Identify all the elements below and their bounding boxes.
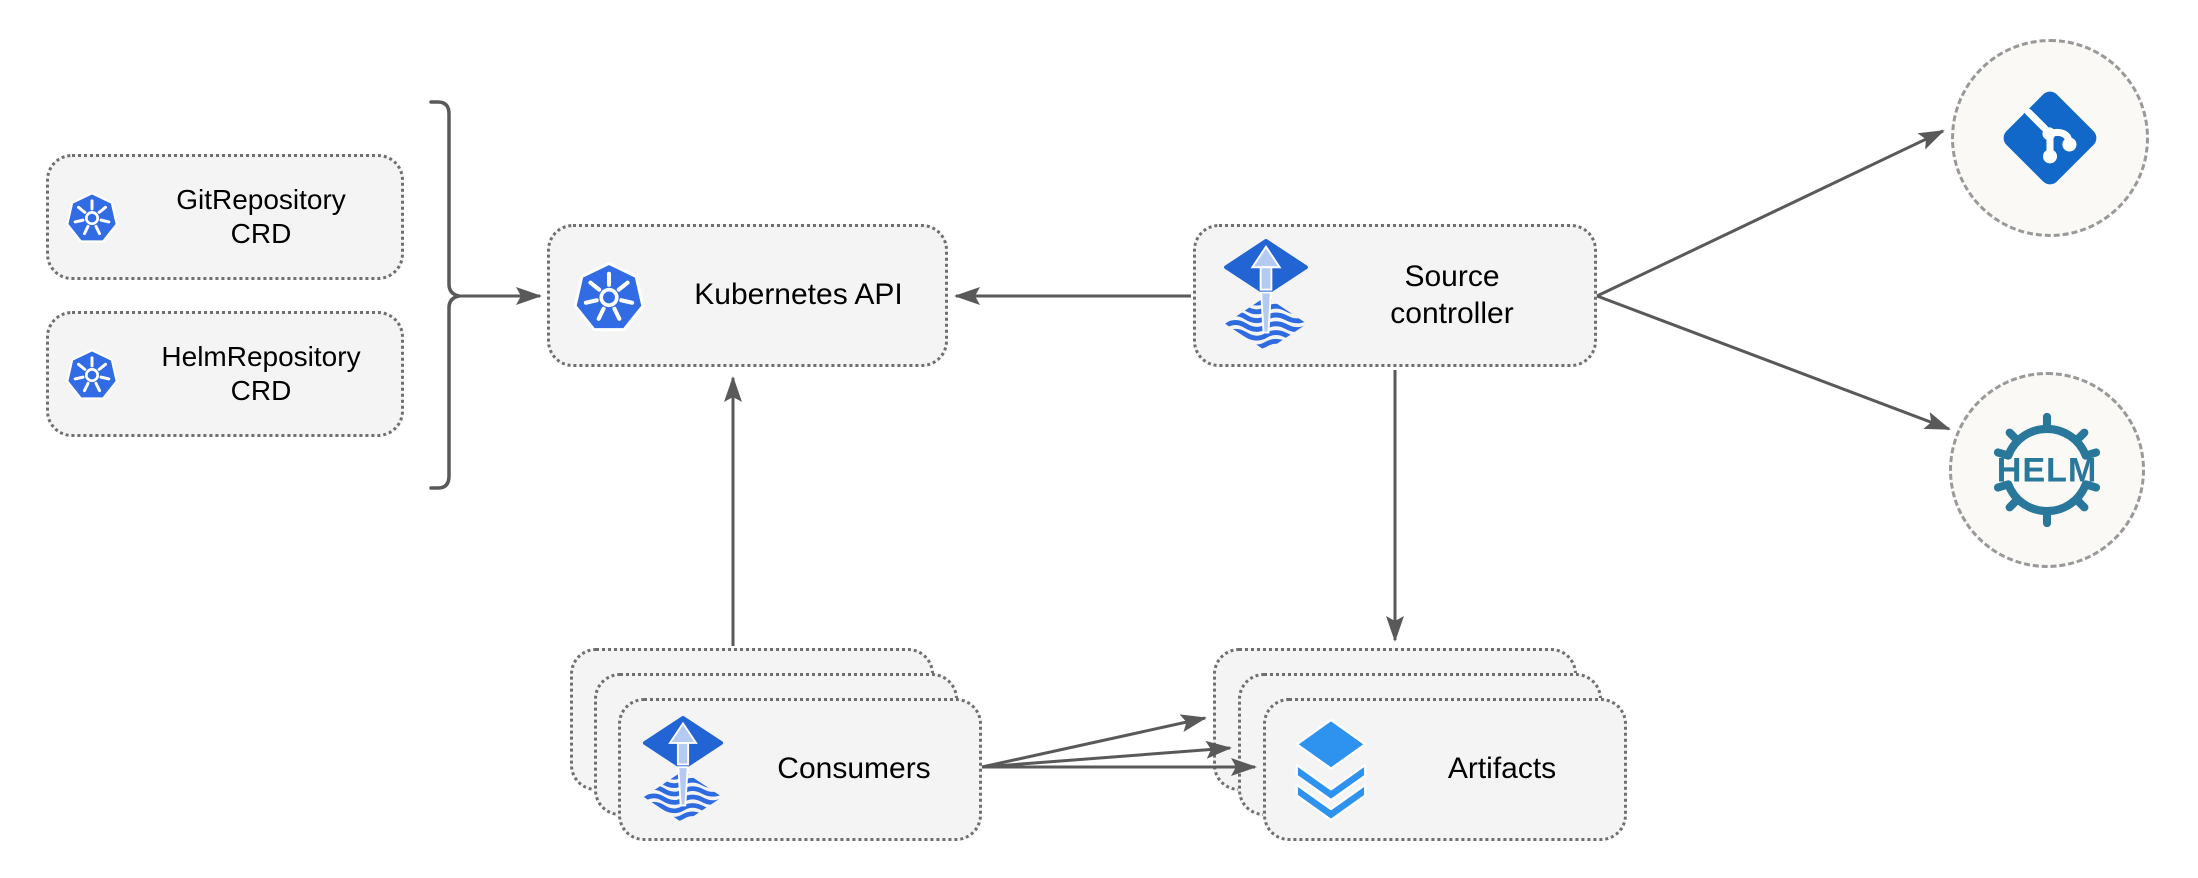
helm-wordmark: HELM	[1997, 452, 2097, 490]
node-label: GitRepository CRD	[176, 183, 346, 249]
helm-remote-circle: HELM	[1949, 372, 2145, 568]
edge-consumers-to-artifacts-1	[981, 714, 1207, 769]
edge-source-controller-to-git	[1596, 129, 1945, 298]
node-label: Source controller	[1390, 259, 1514, 330]
node-gitrepository-crd: GitRepository CRD	[46, 154, 404, 280]
helm-icon: HELM	[1993, 412, 2101, 528]
layers-icon	[1295, 718, 1367, 821]
node-kubernetes-api: Kubernetes API	[547, 224, 948, 367]
kubernetes-icon	[573, 261, 645, 331]
consumers-stack: Consumers	[570, 648, 982, 841]
node-source-controller: Source controller	[1193, 224, 1597, 367]
edge-source-controller-to-helm	[1596, 294, 1951, 431]
edge-consumers-to-artifacts-2	[981, 740, 1232, 769]
node-label: Artifacts	[1447, 752, 1557, 786]
crd-group-brace	[429, 100, 460, 490]
git-remote-circle	[1951, 39, 2149, 237]
kubernetes-icon	[66, 192, 118, 243]
flux-icon	[1224, 238, 1308, 350]
kubernetes-icon	[66, 349, 118, 400]
node-artifacts: Artifacts	[1263, 698, 1627, 841]
node-consumers: Consumers	[618, 698, 982, 841]
git-icon	[2003, 91, 2097, 185]
node-helmrepository-crd: HelmRepository CRD	[46, 311, 404, 437]
node-label: Kubernetes API	[694, 278, 903, 312]
artifacts-stack: Artifacts	[1213, 648, 1627, 841]
flux-icon	[642, 715, 724, 822]
node-label: Consumers	[777, 752, 931, 786]
node-label: HelmRepository CRD	[161, 340, 361, 406]
